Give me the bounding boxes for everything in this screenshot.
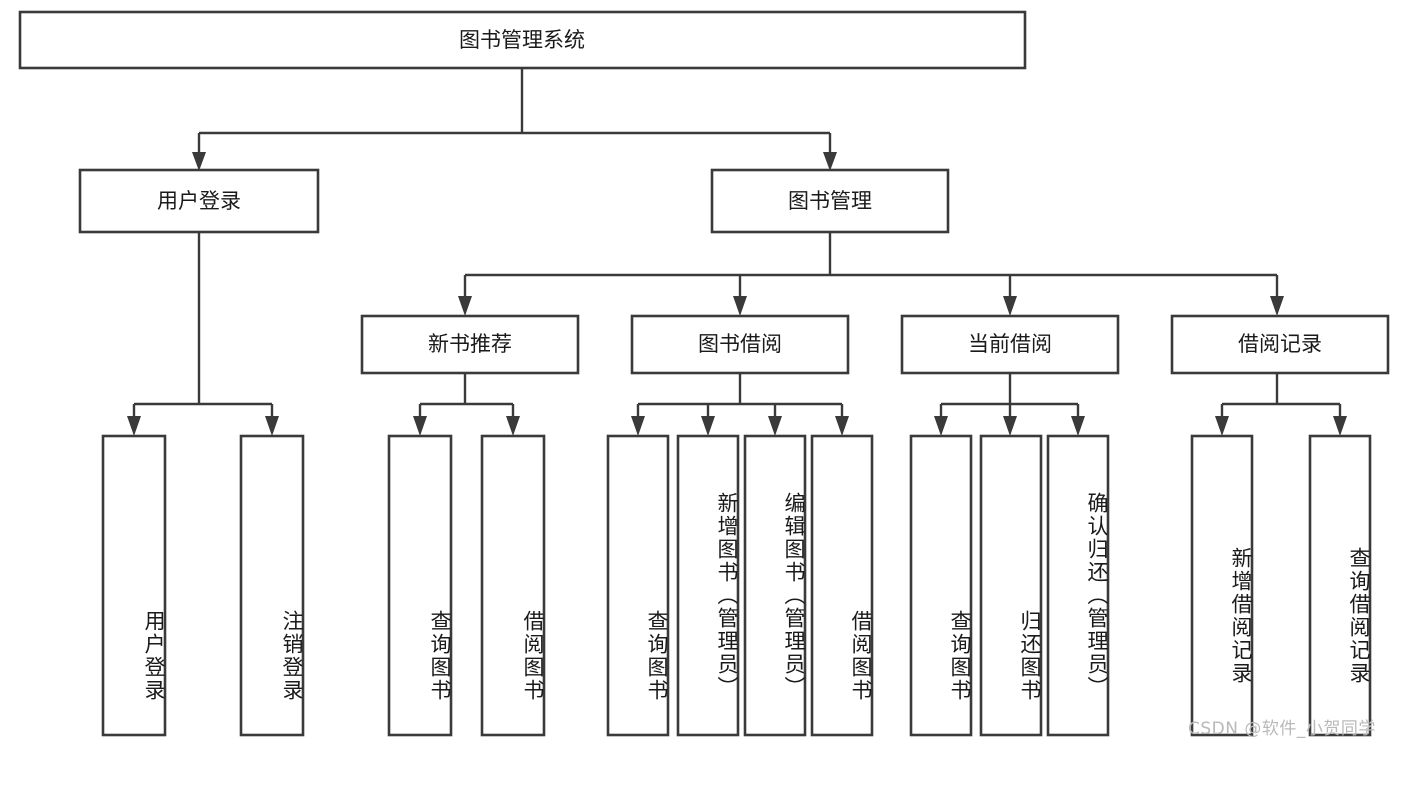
- leaf-box-book-borrow-3[interactable]: [810, 434, 874, 737]
- arrowhead-book-mgmt: [823, 152, 837, 171]
- node-new-book-recommend-label: 新书推荐: [428, 332, 512, 356]
- connector-group-user-login: [127, 232, 279, 436]
- leaf-box-new-book-0[interactable]: [387, 434, 453, 737]
- node-current-borrow-label: 当前借阅: [968, 332, 1052, 356]
- arrowhead-current-borrow: [1003, 296, 1017, 316]
- node-root[interactable]: 图书管理系统: [18, 10, 1027, 70]
- arrowhead-book-borrow: [733, 296, 747, 316]
- node-user-login[interactable]: 用户登录: [78, 168, 320, 234]
- arrowhead-current-borrow-leaf-1: [1003, 416, 1017, 436]
- leaf-box-new-book-1[interactable]: [480, 434, 546, 737]
- node-user-login-box[interactable]: [78, 168, 320, 234]
- node-current-borrow[interactable]: 当前借阅: [900, 314, 1120, 375]
- node-root-box[interactable]: [18, 10, 1027, 70]
- arrowhead-new-book: [458, 296, 472, 316]
- arrowhead-user-login-leaf-1: [265, 416, 279, 436]
- arrowhead-book-borrow-leaf-1: [701, 416, 715, 436]
- node-book-management-label: 图书管理: [788, 189, 872, 213]
- node-current-borrow-box[interactable]: [900, 314, 1120, 375]
- arrowhead-new-book-leaf-1: [506, 416, 520, 436]
- arrowhead-borrow-record-leaf-0: [1215, 416, 1229, 436]
- connector-group-new-book: [413, 373, 520, 436]
- arrowhead-book-borrow-leaf-3: [835, 416, 849, 436]
- hierarchy-tree-svg: 图书管理系统 用户登录 图书管理 新书推荐 图书借阅 当前借阅 借阅记录: [18, 10, 1390, 737]
- leaf-box-book-borrow-1[interactable]: [676, 434, 740, 737]
- leaf-box-current-borrow-2[interactable]: [1046, 434, 1110, 737]
- node-book-borrow[interactable]: 图书借阅: [630, 314, 850, 375]
- connector-group-current-borrow: [934, 373, 1085, 436]
- leaf-box-book-borrow-0[interactable]: [606, 434, 670, 737]
- arrowhead-user-login-leaf-0: [127, 416, 141, 436]
- leaf-box-user-login-0[interactable]: [101, 434, 167, 737]
- node-book-management[interactable]: 图书管理: [710, 168, 950, 234]
- node-book-management-box[interactable]: [710, 168, 950, 234]
- connector-group-borrow-record: [1215, 373, 1347, 436]
- leaf-box-user-login-1[interactable]: [239, 434, 305, 737]
- arrowhead-book-borrow-leaf-2: [768, 416, 782, 436]
- node-borrow-record-box[interactable]: [1170, 314, 1390, 375]
- connector-group-root: [192, 68, 837, 171]
- node-book-borrow-label: 图书借阅: [698, 332, 782, 356]
- connector-group-book-mgmt: [458, 232, 1284, 316]
- arrowhead-borrow-record: [1270, 296, 1284, 316]
- leaf-box-current-borrow-0[interactable]: [909, 434, 973, 737]
- leaf-box-borrow-record-0[interactable]: [1190, 434, 1254, 737]
- arrowhead-current-borrow-leaf-2: [1071, 416, 1085, 436]
- leaf-box-book-borrow-2[interactable]: [743, 434, 807, 737]
- leaf-box-borrow-record-1[interactable]: [1308, 434, 1372, 737]
- node-book-borrow-box[interactable]: [630, 314, 850, 375]
- node-root-label: 图书管理系统: [459, 28, 585, 52]
- node-borrow-record-label: 借阅记录: [1238, 332, 1322, 356]
- arrowhead-user-login: [192, 152, 206, 171]
- diagram-canvas: 图书管理系统 用户登录 图书管理 新书推荐 图书借阅 当前借阅 借阅记录: [18, 10, 1390, 739]
- arrowhead-book-borrow-leaf-0: [631, 416, 645, 436]
- arrowhead-new-book-leaf-0: [413, 416, 427, 436]
- arrowhead-borrow-record-leaf-1: [1333, 416, 1347, 436]
- node-new-book-recommend[interactable]: 新书推荐: [360, 314, 580, 375]
- node-borrow-record[interactable]: 借阅记录: [1170, 314, 1390, 375]
- node-user-login-label: 用户登录: [157, 189, 241, 213]
- connector-group-book-borrow: [631, 373, 849, 436]
- leaf-box-current-borrow-1[interactable]: [979, 434, 1043, 737]
- node-new-book-recommend-box[interactable]: [360, 314, 580, 375]
- arrowhead-current-borrow-leaf-0: [934, 416, 948, 436]
